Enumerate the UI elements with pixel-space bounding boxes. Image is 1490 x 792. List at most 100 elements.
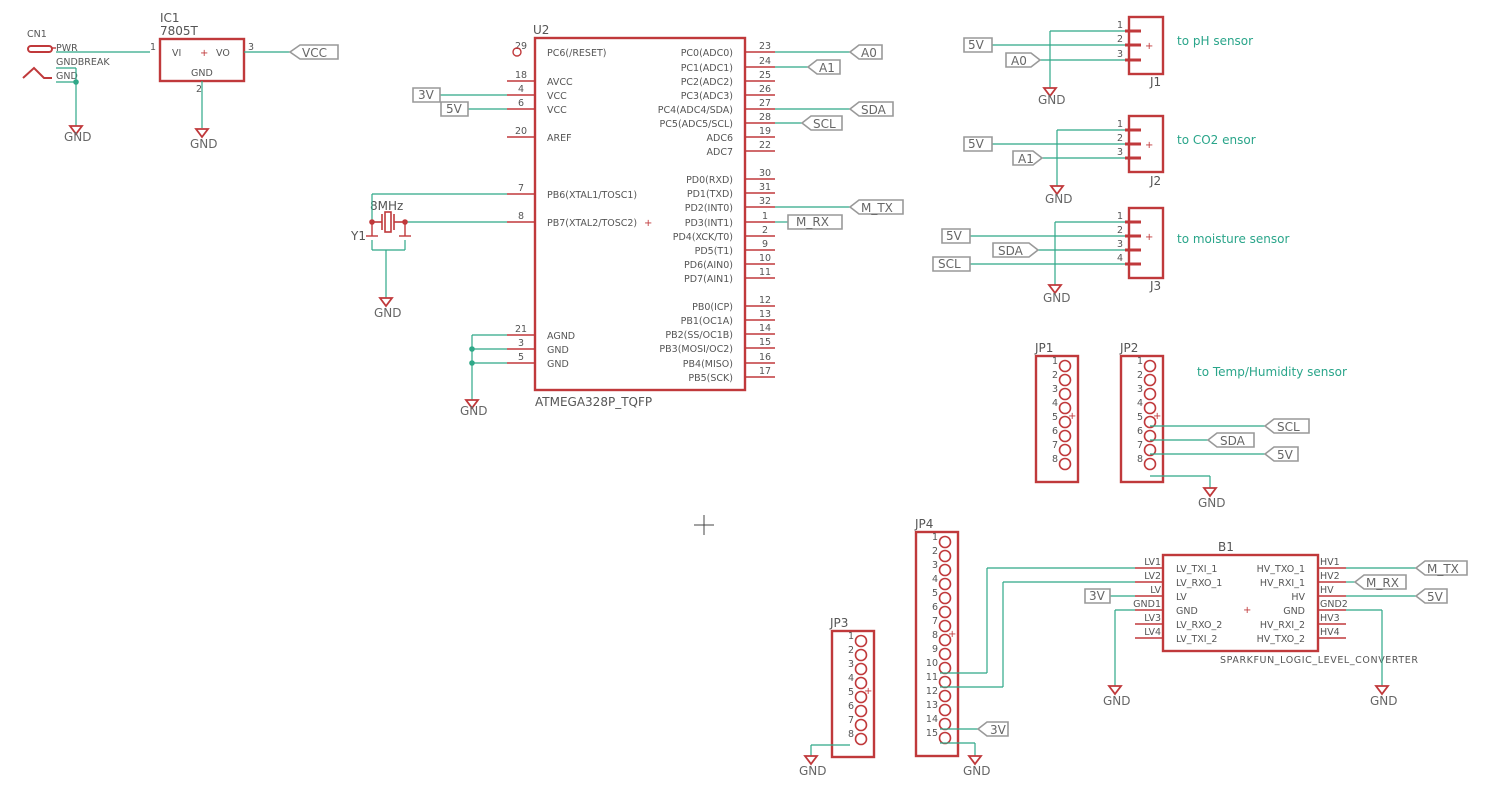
- b1-nets: 3V GND M_TX M_RX 5V GND: [1084, 560, 1468, 708]
- gnd-label: GND: [1045, 192, 1073, 206]
- m-rx-label: M_RX: [796, 215, 829, 229]
- u2-pin-number: 3: [518, 338, 524, 349]
- header-pin-number: 3: [1137, 384, 1143, 395]
- gnd-label: GND: [374, 306, 402, 320]
- u2-pin-name: VCC: [547, 105, 567, 116]
- b1-pin-number: HV3: [1320, 613, 1340, 624]
- y1-ref: Y1: [350, 229, 366, 243]
- u2-pin-number: 15: [759, 337, 771, 348]
- header-pin-hole: [1058, 457, 1072, 471]
- header-body: [1034, 354, 1080, 484]
- header-body: [1119, 354, 1165, 484]
- u2-pin-number: 17: [759, 366, 771, 377]
- header-pin-hole: [854, 676, 868, 690]
- net-label-5v: [963, 136, 993, 152]
- header-pin-hole: [1058, 429, 1072, 443]
- header-pin-hole: [1143, 457, 1157, 471]
- u2-pin-name: PD4(XCK/T0): [673, 232, 733, 243]
- a1-label: A1: [819, 61, 835, 75]
- u2-pin-number: 26: [759, 84, 771, 95]
- header-pin-hole: [1058, 359, 1072, 373]
- header-ref: JP4: [914, 517, 933, 531]
- svg-text:+: +: [1153, 411, 1161, 422]
- header-pin-number: 6: [1052, 426, 1058, 437]
- header-pin-number: 8: [1137, 454, 1143, 465]
- net-label-scl: [1263, 418, 1310, 434]
- ic1-vo: VO: [216, 48, 230, 59]
- u2-pin-name: PB7(XTAL2/TOSC2): [547, 218, 637, 229]
- b1-pin-number: HV: [1320, 585, 1334, 596]
- header-pin-hole: [938, 689, 952, 703]
- header-pin-number: 1: [848, 631, 854, 642]
- b1-logic-level-converter: B1 SPARKFUN_LOGIC_LEVEL_CONVERTER + LV1L…: [1133, 540, 1418, 666]
- net-label-5v: [1414, 588, 1448, 604]
- u2-pin-number: 16: [759, 352, 771, 363]
- header-pin-hole: [938, 605, 952, 619]
- 3v-label: 3V: [418, 88, 435, 102]
- header-pin-number: 2: [1137, 370, 1143, 381]
- u2-pin-number: 9: [762, 239, 768, 250]
- gnd-label: GND: [1103, 694, 1131, 708]
- 5v-label: 5V: [1427, 590, 1444, 604]
- net-label-5v: [941, 228, 971, 244]
- 5v-label: 5V: [446, 102, 463, 116]
- u2-pin-number: 32: [759, 196, 771, 207]
- b1-pin-number: HV4: [1320, 627, 1340, 638]
- m-tx-label: M_TX: [861, 201, 893, 215]
- header-pin-number: 5: [848, 687, 854, 698]
- gnd-symbol: GND: [64, 125, 92, 144]
- u2-right-pins: 23PC0(ADC0)24PC1(ADC1)25PC2(ADC2)26PC3(A…: [658, 41, 775, 384]
- header-pin-number: 14: [926, 714, 938, 725]
- b1-pin-name: LV_RXO_1: [1176, 578, 1222, 589]
- scl-label: SCL: [938, 257, 961, 271]
- a0-label: A0: [861, 46, 877, 60]
- u2-pin-name: PB3(MOSI/OC2): [659, 344, 733, 355]
- b1-pin-number: GND1: [1133, 599, 1161, 610]
- header-pin-hole: [938, 675, 952, 689]
- svg-text:+: +: [1145, 140, 1153, 151]
- scl-label: SCL: [813, 117, 836, 131]
- u2-pin-name: ADC7: [707, 147, 734, 158]
- header-pin-number: 7: [1137, 440, 1143, 451]
- u2-pin-number: 30: [759, 168, 771, 179]
- net-label-sda: [1206, 432, 1255, 448]
- u2-pin-name: PB2(SS/OC1B): [665, 330, 733, 341]
- u2-pin-number: 12: [759, 295, 771, 306]
- net-label-sda: [848, 101, 894, 117]
- u2-pin-name: AGND: [547, 331, 575, 342]
- gnd-label: GND: [799, 764, 827, 778]
- connector-pin-number: 2: [1117, 225, 1123, 236]
- gnd-symbol: GND: [1198, 487, 1226, 510]
- 3v-label: 3V: [990, 723, 1007, 737]
- u2-pin-name: PD6(AIN0): [684, 260, 733, 271]
- a0-label: A0: [1011, 54, 1027, 68]
- header-pin-number: 8: [848, 729, 854, 740]
- vcc-label: VCC: [302, 46, 327, 60]
- header-pin-number: 13: [926, 700, 938, 711]
- u2-pin-name: VCC: [547, 91, 567, 102]
- b1-pin-number: LV3: [1144, 613, 1161, 624]
- u2-left-nets: 3V 5V GND: [412, 87, 507, 418]
- connector-note: to CO2 ensor: [1177, 133, 1256, 147]
- net-label-3v: [976, 721, 1009, 737]
- header-pin-hole: [938, 577, 952, 591]
- net-label-scl: [932, 256, 971, 272]
- header-pin-number: 7: [848, 715, 854, 726]
- cn1-pin-pwr: PWR: [56, 43, 78, 54]
- u2-pin-number: 25: [759, 70, 771, 81]
- header-pin-number: 5: [932, 588, 938, 599]
- net-label-m-rx: [1353, 574, 1407, 590]
- header-pin-number: 4: [848, 673, 854, 684]
- 5v-label: 5V: [1277, 448, 1294, 462]
- b1-pin-name: LV: [1176, 592, 1187, 603]
- u2-pin-number: 20: [515, 126, 527, 137]
- u2-pin-name: PB6(XTAL1/TOSC1): [547, 190, 637, 201]
- ic1-value: 7805T: [160, 24, 199, 38]
- 3v-label: 3V: [1089, 589, 1106, 603]
- sda-label: SDA: [998, 244, 1024, 258]
- jp3-nets: GND: [799, 744, 850, 778]
- u2-pin-name: PC0(ADC0): [681, 48, 733, 59]
- gnd-symbol: GND: [1043, 284, 1071, 305]
- crosshair-cursor-icon: [694, 515, 714, 535]
